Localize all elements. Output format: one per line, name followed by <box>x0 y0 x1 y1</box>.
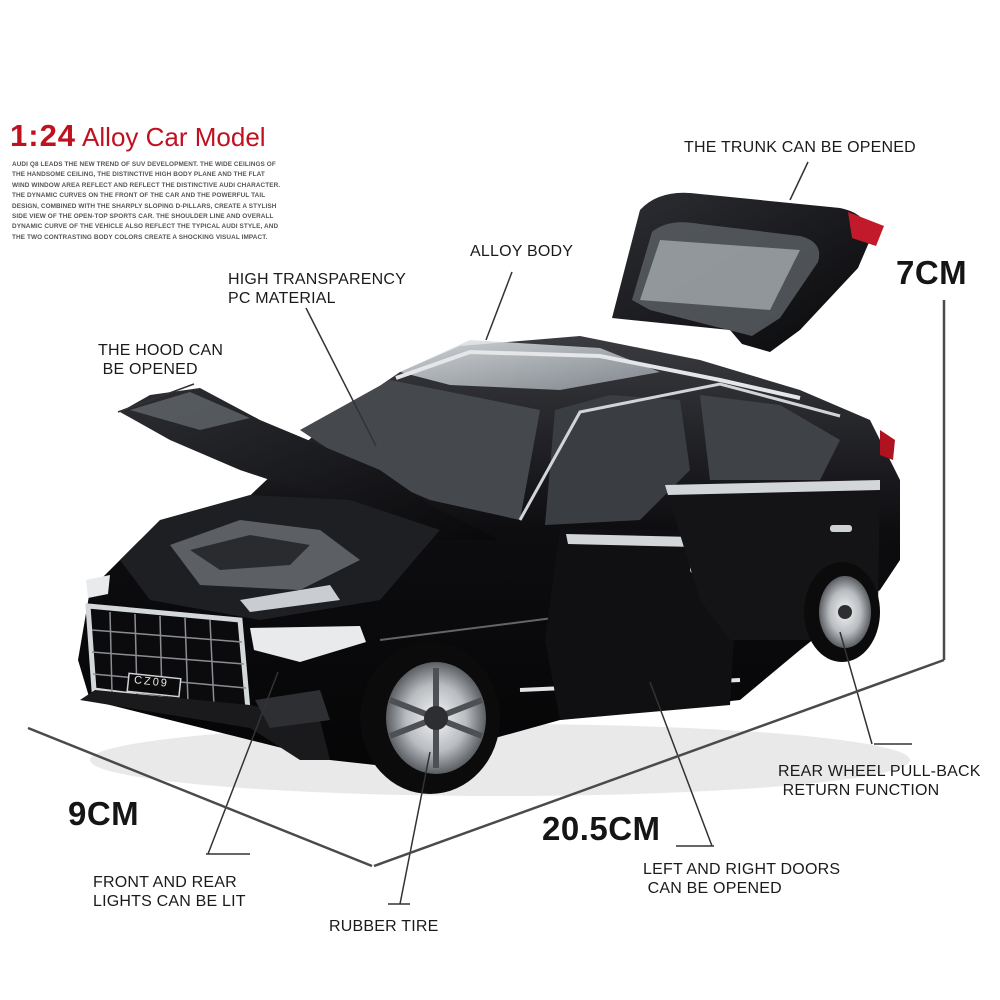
title-text: Alloy Car Model <box>82 122 266 152</box>
dimension-lines <box>27 300 946 868</box>
headlight-left <box>86 575 110 598</box>
rear-wheel <box>804 562 880 662</box>
headlight <box>250 626 366 662</box>
callout-alloy-body: ALLOY BODY <box>470 243 574 260</box>
engine-bay <box>120 495 440 620</box>
dimension-height: 7CM <box>896 254 968 291</box>
tail-light <box>880 430 895 460</box>
dimension-length: 20.5CM <box>542 810 661 847</box>
callout-tire: RUBBER TIRE <box>329 918 439 935</box>
callout-pc-material: HIGH TRANSPARENCY PC MATERIAL <box>228 271 406 307</box>
callout-lights: FRONT AND REAR LIGHTS CAN BE LIT <box>93 874 246 910</box>
fog-light-grille <box>255 690 330 728</box>
product-description: AUDI Q8 LEADS THE NEW TREND OF SUV DEVEL… <box>12 161 281 241</box>
callout-hood: THE HOOD CAN BE OPENED <box>98 342 224 378</box>
front-bumper <box>80 690 330 760</box>
trunk-lid <box>612 192 884 352</box>
scale-label: 1:24 <box>10 118 77 153</box>
hood <box>120 388 500 540</box>
callout-doors: LEFT AND RIGHT DOORS CAN BE OPENED <box>643 861 841 897</box>
callout-leader-lines <box>117 161 912 905</box>
front-wheel <box>360 642 500 794</box>
callout-rear-wheel: REAR WHEEL PULL-BACK RETURN FUNCTION <box>778 763 981 799</box>
dimension-width: 9CM <box>68 795 140 832</box>
callout-trunk: THE TRUNK CAN BE OPENED <box>684 139 916 156</box>
